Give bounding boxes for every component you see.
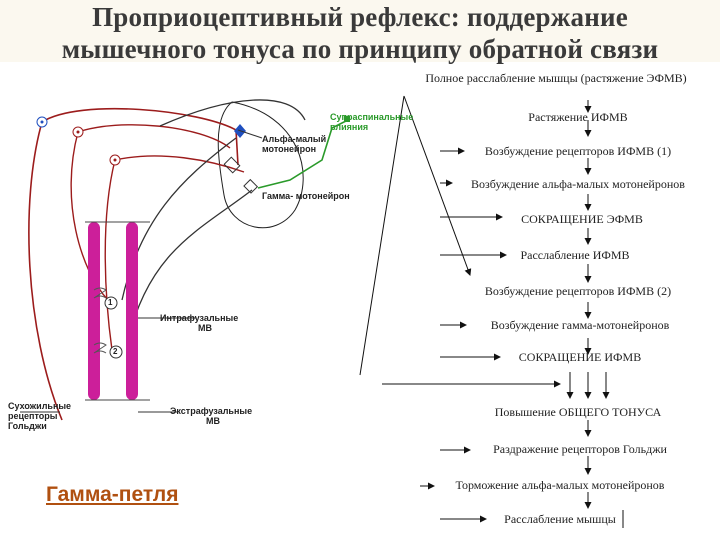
gamma-motoneuron-label: Гамма- мотонейрон bbox=[262, 191, 350, 201]
receptor-coil-1 bbox=[93, 287, 107, 299]
motor-nerve bbox=[114, 155, 245, 173]
extrafusal-label-line-2: МВ bbox=[206, 416, 220, 426]
golgi-label-line-3: Гольджи bbox=[8, 421, 47, 431]
receptor-nerve-2 bbox=[104, 159, 116, 351]
receptor-coil-2 bbox=[93, 342, 107, 354]
intrafusal-fiber bbox=[88, 222, 100, 400]
golgi-label-line-2: рецепторы bbox=[8, 411, 58, 421]
afferent-nerve-2 bbox=[77, 124, 231, 149]
flow-step: Торможение альфа-малых мотонейронов bbox=[455, 478, 665, 492]
intrafusal-label: Интрафузальные МВ bbox=[160, 313, 238, 333]
flow-step: Расслабление ИФМВ bbox=[520, 248, 630, 262]
gamma-neuron-body bbox=[243, 178, 259, 194]
extrafusal-fiber bbox=[126, 222, 138, 400]
gamma-loop-caption: Гамма-петля bbox=[46, 483, 179, 506]
side-arrows bbox=[382, 147, 561, 523]
flow-step: Растяжение ИФМВ bbox=[528, 110, 628, 124]
alpha-label-leader bbox=[237, 129, 263, 139]
diagonal-arrow-upper bbox=[403, 95, 472, 276]
flow-step: Возбуждение альфа-малых мотонейронов bbox=[471, 177, 685, 191]
alpha-label-line-1: Альфа-малый bbox=[262, 134, 327, 144]
supraspinal-label: Супраспинальные влияния bbox=[330, 112, 413, 132]
alpha-motoneuron-label: Альфа-малый мотонейрон bbox=[262, 134, 326, 154]
supraspinal-label-line-2: влияния bbox=[330, 122, 369, 132]
descending-dark bbox=[159, 99, 306, 127]
golgi-label: Сухожильные рецепторы Гольджи bbox=[8, 401, 71, 431]
receptor-marker-1-label: 1 bbox=[108, 298, 113, 307]
extrafusal-label: Экстрафузальные МВ bbox=[170, 406, 252, 426]
intrafusal-label-line-1: Интрафузальные bbox=[160, 313, 239, 323]
flow-step: Повышение ОБЩЕГО ТОНУСА bbox=[494, 405, 662, 419]
flow-step: Возбуждение рецепторов ИФМВ (2) bbox=[484, 284, 672, 298]
flow-step: СОКРАЩЕНИЕ ИФМВ bbox=[518, 350, 642, 364]
golgi-nerve bbox=[28, 121, 63, 421]
extrafusal-label-line-1: Экстрафузальные bbox=[170, 406, 253, 416]
spinal-cord-outline bbox=[217, 101, 304, 229]
slide-title-line-2: мышечного тонуса по принципу обратной св… bbox=[61, 34, 659, 64]
afferent-nerve-1 bbox=[41, 107, 239, 166]
flow-step: СОКРАЩЕНИЕ ЭФМВ bbox=[521, 212, 643, 226]
receptor-marker-1 bbox=[104, 296, 118, 310]
supraspinal-square bbox=[344, 116, 350, 122]
diagonal-arrow-lower bbox=[359, 95, 405, 376]
flow-step: Расслабление мышцы bbox=[504, 512, 616, 526]
receptor-marker-2 bbox=[109, 345, 123, 359]
slide-body bbox=[0, 62, 720, 540]
flow-header: Полное расслабление мышцы (растяжение ЭФ… bbox=[425, 71, 687, 85]
receptor-marker-2-label: 2 bbox=[113, 347, 118, 356]
golgi-label-line-1: Сухожильные bbox=[8, 401, 72, 411]
intrafusal-label-line-2: МВ bbox=[198, 323, 212, 333]
flow-arrows bbox=[566, 100, 610, 509]
supraspinal-pathway bbox=[257, 119, 349, 189]
flow-step: Возбуждение рецепторов ИФМВ (1) bbox=[484, 144, 672, 158]
alpha-neuron-body bbox=[223, 156, 241, 174]
supraspinal-label-line-1: Супраспинальные bbox=[330, 112, 414, 122]
flow-step: Раздражение рецепторов Гольджи bbox=[493, 442, 667, 456]
alpha-label-line-2: мотонейрон bbox=[262, 144, 317, 154]
slide-title-line-1: Проприоцептивный рефлекс: поддержание bbox=[92, 2, 628, 32]
flow-step: Возбуждение гамма-мотонейронов bbox=[490, 318, 670, 332]
